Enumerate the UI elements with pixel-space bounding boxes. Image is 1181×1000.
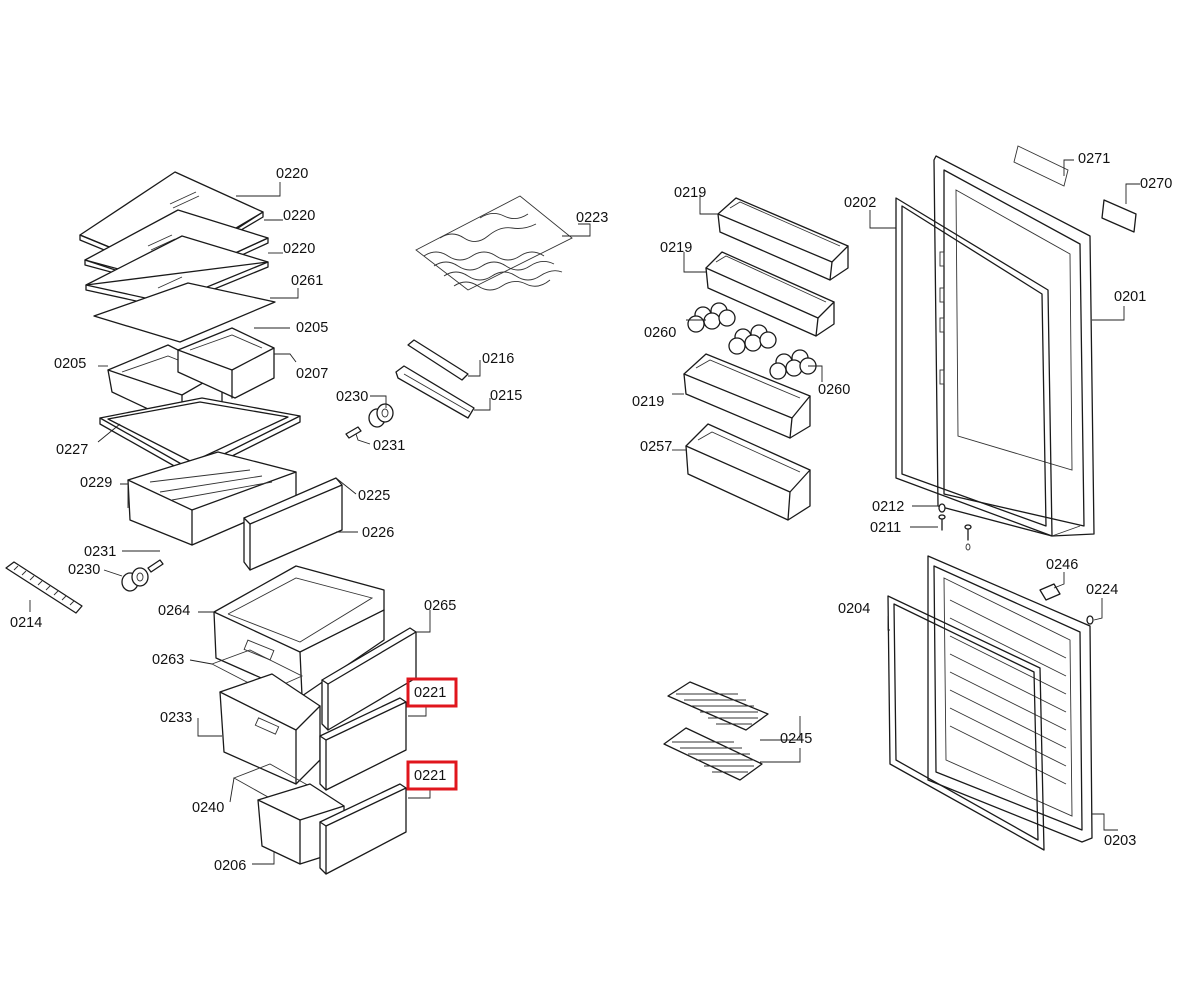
label-0223: 0223 (576, 210, 608, 226)
guide-0216 (407, 339, 469, 381)
pin-0231 (147, 559, 164, 573)
door-bin-0257 (685, 423, 811, 521)
label-0205-b: 0205 (54, 356, 86, 372)
label-0205-a: 0205 (296, 320, 328, 336)
door-bin-0219-top (717, 197, 849, 281)
rail-0214 (5, 561, 83, 614)
label-0257: 0257 (640, 439, 672, 455)
glass-shelf-0220-lower (85, 235, 269, 309)
label-0220-a: 0220 (276, 166, 308, 182)
highlight-box-0221-upper (406, 677, 458, 708)
label-0231-a: 0231 (84, 544, 116, 560)
label-0216: 0216 (482, 351, 514, 367)
label-0260-a: 0260 (644, 325, 676, 341)
label-0229: 0229 (80, 475, 112, 491)
label-0230-a: 0230 (68, 562, 100, 578)
freezer-drawer-front-0221-lower (319, 783, 407, 875)
screw-0224 (1086, 615, 1094, 625)
door-bin-0219-lower (683, 353, 811, 439)
label-0212: 0212 (872, 499, 904, 515)
label-0221-a: 0221 (414, 685, 446, 701)
label-0221-b: 0221 (414, 768, 446, 784)
wine-rack-0223 (415, 195, 573, 291)
label-0202: 0202 (844, 195, 876, 211)
label-0245: 0245 (780, 731, 812, 747)
crisper-box-0205-right (177, 327, 275, 399)
fridge-door-0201 (933, 155, 1095, 537)
highlight-box-0221-lower (406, 760, 458, 791)
door-bin-0219-middle (705, 251, 835, 337)
drawer-tray-0229 (127, 451, 297, 546)
label-0270: 0270 (1140, 176, 1172, 192)
roller-0230 (121, 567, 149, 592)
freezer-drawer-0233 (219, 673, 321, 785)
freezer-drawer-0264 (213, 565, 385, 697)
label-0264: 0264 (158, 603, 190, 619)
label-0226: 0226 (362, 525, 394, 541)
label-0206: 0206 (214, 858, 246, 874)
label-0261: 0261 (291, 273, 323, 289)
ice-cube-trays-0245 (663, 681, 769, 781)
label-0230-b: 0230 (336, 389, 368, 405)
label-0201: 0201 (1114, 289, 1146, 305)
label-0211: 0211 (870, 520, 901, 536)
freezer-door-0203 (927, 555, 1093, 843)
label-0203: 0203 (1104, 833, 1136, 849)
cover-0270 (1101, 199, 1137, 233)
part-labels: 0220 0220 0220 0261 0205 0205 0207 0227 … (10, 151, 1172, 874)
screw-0212 (938, 503, 946, 513)
label-0271 (1013, 145, 1069, 187)
egg-tray-0260-right (769, 349, 817, 380)
freezer-drawer-front-0221-upper (319, 697, 407, 791)
pin-0231-center (345, 426, 362, 439)
label-0204: 0204 (838, 601, 870, 617)
label-0246: 0246 (1046, 557, 1078, 573)
label-0220-b: 0220 (283, 208, 315, 224)
roller-0230-center (368, 403, 394, 428)
egg-tray-0260-left (687, 302, 736, 333)
label-0271: 0271 (1078, 151, 1110, 167)
label-0233: 0233 (160, 710, 192, 726)
label-0220-c: 0220 (283, 241, 315, 257)
leader-lines (29, 159, 1140, 865)
door-gasket-0204 (887, 595, 1045, 851)
label-0214: 0214 (10, 615, 42, 631)
label-0265: 0265 (424, 598, 456, 614)
egg-tray-0260-middle (728, 324, 777, 355)
door-gasket-0202 (895, 197, 1053, 537)
label-0263: 0263 (152, 652, 184, 668)
screw-0211 (938, 514, 972, 551)
label-0240: 0240 (192, 800, 224, 816)
label-0219-c: 0219 (632, 394, 664, 410)
label-0225: 0225 (358, 488, 390, 504)
label-0227: 0227 (56, 442, 88, 458)
label-0224: 0224 (1086, 582, 1118, 598)
guide-rail-0215 (395, 365, 475, 419)
label-0219-a: 0219 (674, 185, 706, 201)
label-0231-b: 0231 (373, 438, 405, 454)
label-0215: 0215 (490, 388, 522, 404)
shelf-plate-0261 (93, 282, 276, 343)
label-0207: 0207 (296, 366, 328, 382)
label-0219-b: 0219 (660, 240, 692, 256)
label-0260-b: 0260 (818, 382, 850, 398)
